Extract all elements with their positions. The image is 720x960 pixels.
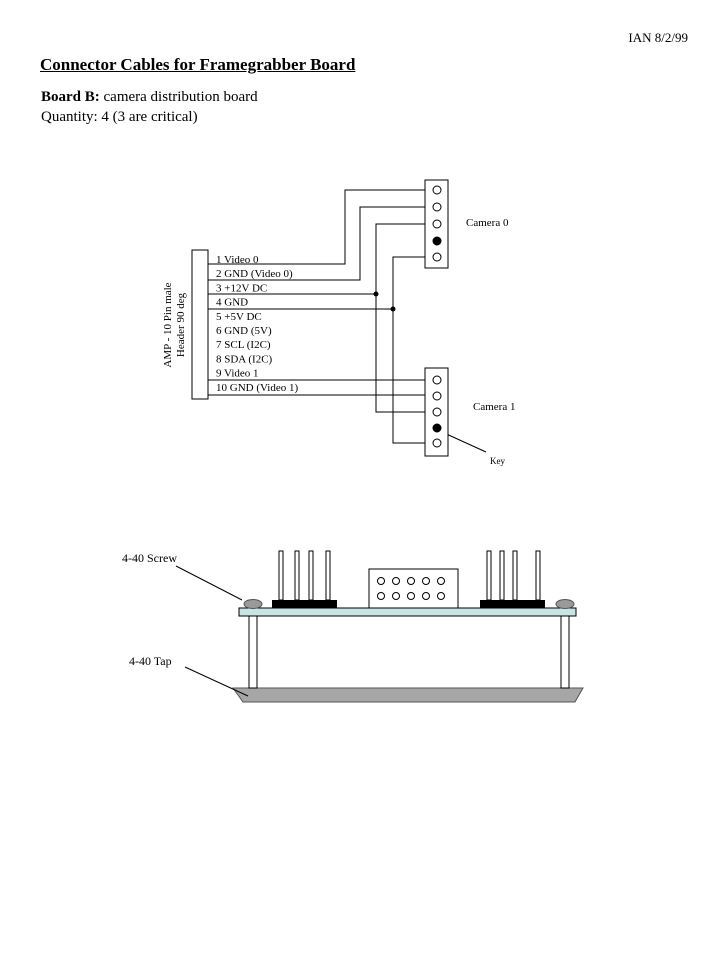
ten-pin-connector <box>368 568 459 609</box>
junction-gnd <box>390 306 396 312</box>
pin-label-10: 10 GND (Video 1) <box>216 382 298 394</box>
page-title: Connector Cables for Framegrabber Board <box>40 55 356 74</box>
pin-label-5: 5 +5V DC <box>216 311 262 323</box>
wire-gnd-video0 <box>208 206 428 281</box>
right-header-connector <box>480 550 545 608</box>
screw-label: 4-40 Screw <box>122 551 177 565</box>
standoff-left <box>248 615 258 689</box>
pin-label-2: 2 GND (Video 0) <box>216 268 293 280</box>
camera1-key-pin <box>432 423 442 433</box>
document-date: IAN 8/2/99 <box>628 30 688 45</box>
camera0-label: Camera 0 <box>466 217 509 229</box>
camera1-label: Camera 1 <box>473 401 515 413</box>
wire-12v-bus <box>375 223 428 413</box>
board-desc-text: camera distribution board <box>103 89 258 105</box>
wire-gnd-bus <box>392 256 428 444</box>
pin-label-3: 3 +12V DC <box>216 282 267 294</box>
board-description: Board B: camera distribution board <box>41 89 258 106</box>
pin-label-6: 6 GND (5V) <box>216 325 272 337</box>
pin-label-8: 8 SDA (I2C) <box>216 353 273 365</box>
mounting-drawing: 4-40 Screw 4-40 Tap <box>122 550 584 703</box>
wire-video0 <box>208 189 428 265</box>
pin-label-4: 4 GND <box>216 297 248 309</box>
screw-callout-line <box>175 565 243 601</box>
screw-head-right <box>555 599 575 609</box>
tap-callout-line <box>184 666 249 697</box>
key-pointer-line <box>441 431 487 453</box>
junction-12v <box>373 291 379 297</box>
left-header-connector <box>272 550 337 608</box>
pin-label-9: 9 Video 1 <box>216 368 259 380</box>
quantity-text: Quantity: 4 (3 are critical) <box>41 109 198 125</box>
tap-label: 4-40 Tap <box>129 654 172 668</box>
header-label-line1: AMP - 10 Pin male <box>162 282 174 367</box>
standoff-right <box>560 615 570 689</box>
board-label: Board B: <box>41 89 100 105</box>
pin-label-7: 7 SCL (I2C) <box>216 339 271 351</box>
camera1-connector <box>424 367 449 457</box>
camera0-key-pin <box>432 236 442 246</box>
circuit-board <box>238 607 577 617</box>
key-label: Key <box>490 456 505 466</box>
camera0-connector <box>424 179 449 269</box>
wiring-diagram: AMP - 10 Pin male Header 90 deg 1 Video … <box>162 179 515 466</box>
pin-header-block <box>191 249 209 400</box>
pin-label-1: 1 Video 0 <box>216 254 259 266</box>
header-label-line2: Header 90 deg <box>175 292 187 357</box>
base-plate <box>232 687 584 703</box>
screw-head-left <box>243 599 263 609</box>
